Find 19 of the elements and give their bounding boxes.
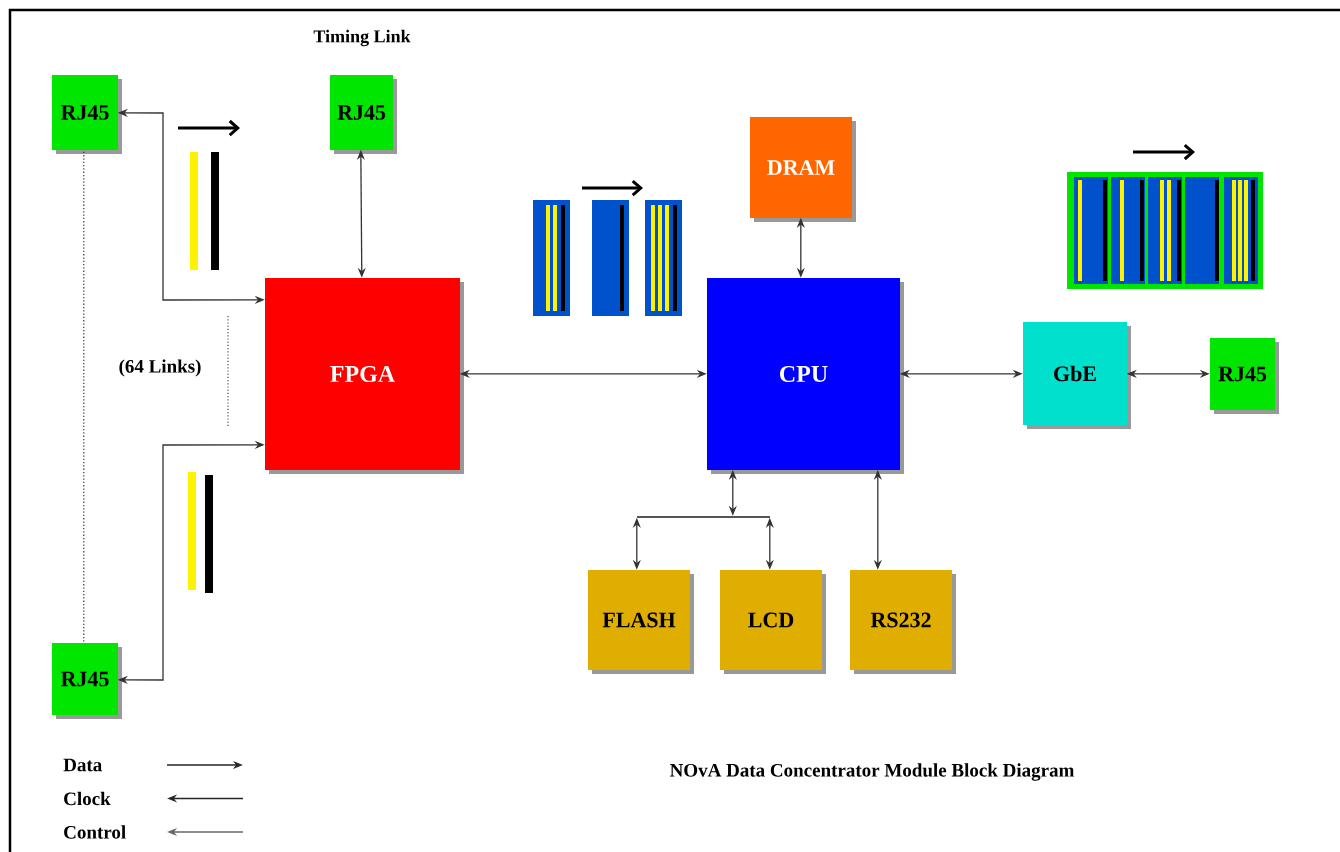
component-box: DRAM: [750, 117, 856, 222]
component-box: CPU: [707, 278, 904, 474]
caption: NOvA Data Concentrator Module Block Diagram: [670, 763, 1075, 781]
label-text: (64 Links): [119, 359, 201, 377]
label-text: Timing Link: [313, 29, 411, 47]
dotted-line: [83, 151, 85, 644]
connector-box: RJ45: [52, 643, 122, 719]
component-box: FPGA: [265, 278, 464, 474]
component-box: RS232: [850, 570, 956, 674]
component-box: FLASH: [588, 570, 694, 674]
legend-text: Clock: [64, 791, 111, 806]
connector-box: RJ45: [330, 75, 397, 154]
legend-text: Data: [63, 758, 102, 772]
legend-text: Control: [64, 825, 126, 839]
component-box: GbE: [1023, 322, 1131, 429]
connector-box: RJ45: [52, 75, 122, 154]
bus-line: [637, 516, 770, 518]
component-box: LCD: [720, 570, 826, 674]
connector-box: RJ45: [1210, 338, 1279, 414]
